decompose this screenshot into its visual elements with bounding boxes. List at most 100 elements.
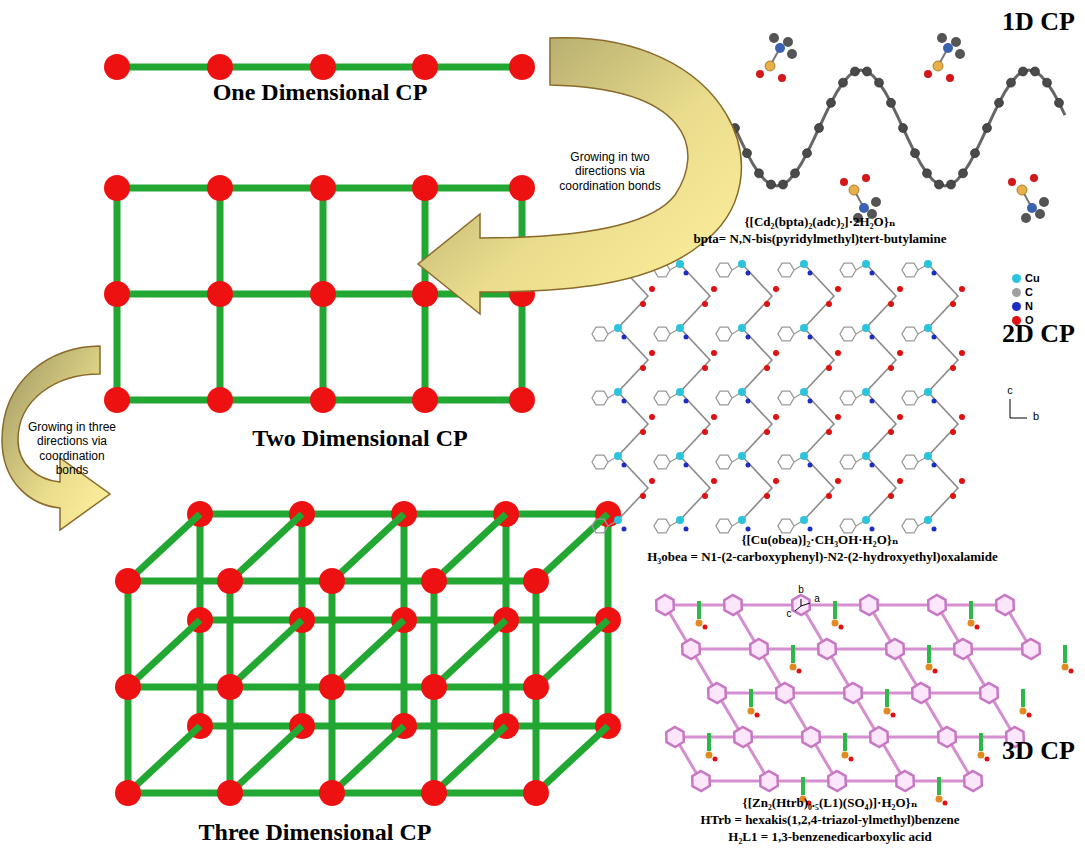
sulfate xyxy=(706,752,713,759)
coordination-bond xyxy=(230,620,302,687)
metal-atom xyxy=(738,260,746,268)
atom xyxy=(746,335,751,340)
atom xyxy=(924,70,932,78)
atom xyxy=(983,124,992,133)
atom xyxy=(950,429,956,435)
metal-atom xyxy=(738,388,746,396)
metal-atom xyxy=(1017,185,1027,195)
atom xyxy=(959,350,965,356)
metal-atom xyxy=(614,388,622,396)
metal-atom xyxy=(614,516,622,524)
bond xyxy=(902,391,918,405)
atom xyxy=(897,286,903,292)
atom xyxy=(839,625,844,630)
formula: {[Zn₂(Htrb)₀.₅(L1)(SO₄)]·H₂O}ₙ xyxy=(600,795,1060,811)
bond xyxy=(654,327,670,341)
sulfate xyxy=(936,796,943,803)
bond xyxy=(938,727,956,747)
bond xyxy=(902,519,918,533)
atom xyxy=(1069,669,1074,674)
bond xyxy=(827,648,895,651)
metal-atom xyxy=(738,516,746,524)
ligand-note: HTrb = hexakis(1,2,4-triazol-ylmethyl)be… xyxy=(600,812,1060,828)
cp-schematic xyxy=(104,54,621,806)
atom xyxy=(932,527,937,532)
bond xyxy=(840,263,856,277)
atom xyxy=(783,37,793,47)
atom xyxy=(808,463,813,468)
atom xyxy=(826,301,832,307)
coordination-bond xyxy=(434,726,506,793)
metal-bond xyxy=(927,645,931,663)
metal-atom xyxy=(676,260,684,268)
atom xyxy=(779,180,788,189)
atom xyxy=(1007,78,1016,87)
bond xyxy=(716,455,732,469)
metal-node xyxy=(523,568,549,594)
atom xyxy=(711,350,717,356)
atom xyxy=(622,527,627,532)
metal-node xyxy=(509,387,535,413)
atom xyxy=(995,98,1004,107)
bond xyxy=(963,648,1031,651)
bond xyxy=(778,519,794,533)
metal-bond xyxy=(1063,645,1067,663)
atom xyxy=(711,286,717,292)
sulfate xyxy=(748,708,755,715)
metal-node xyxy=(319,568,345,594)
atom xyxy=(649,478,655,484)
axis-label: b xyxy=(795,584,807,596)
atom xyxy=(702,365,708,371)
bond xyxy=(776,683,794,703)
atom xyxy=(684,399,689,404)
metal-node xyxy=(104,175,130,201)
atom xyxy=(975,625,980,630)
metal-bond xyxy=(697,601,701,619)
bond xyxy=(818,639,836,659)
sulfate xyxy=(1062,664,1069,671)
bond xyxy=(844,683,862,703)
atom xyxy=(899,124,908,133)
atom xyxy=(764,365,770,371)
bond xyxy=(716,263,732,277)
atom xyxy=(808,335,813,340)
growth-arrow xyxy=(418,38,741,314)
bond xyxy=(680,264,710,520)
growth-note: Growing in three directions via coordina… xyxy=(22,420,122,478)
bond xyxy=(778,327,794,341)
dimension-label: Three Dimensional CP xyxy=(150,818,480,847)
bond xyxy=(716,391,732,405)
bond xyxy=(912,683,930,703)
sulfate xyxy=(842,752,849,759)
metal-node xyxy=(115,568,141,594)
bond xyxy=(902,455,918,469)
bond xyxy=(735,70,1065,186)
metal-bond xyxy=(969,601,973,619)
atom xyxy=(711,478,717,484)
bond xyxy=(896,771,914,791)
atom xyxy=(935,180,944,189)
metal-node xyxy=(217,780,243,806)
formula: {[Cd₂(bpta)₂(adc)₂]·2H₂O}ₙ xyxy=(580,214,1060,230)
bond xyxy=(778,455,794,469)
sulfate xyxy=(832,620,839,627)
atom xyxy=(827,98,836,107)
metal-node xyxy=(207,281,233,307)
sulfate xyxy=(926,664,933,671)
bond xyxy=(691,648,759,651)
metal-atom xyxy=(800,516,808,524)
metal-node xyxy=(310,54,336,80)
atom xyxy=(764,493,770,499)
bond xyxy=(996,595,1014,615)
atom xyxy=(950,301,956,307)
bond xyxy=(879,736,947,739)
metal-atom xyxy=(738,452,746,460)
ligand-note: H₃obea = N1-(2-carboxyphenyl)-N2-(2-hydr… xyxy=(570,549,1075,565)
panel-title: 1D CP xyxy=(930,6,1075,37)
atom xyxy=(764,429,770,435)
atom xyxy=(773,286,779,292)
metal-node xyxy=(207,175,233,201)
atom xyxy=(923,169,932,178)
atom xyxy=(959,286,965,292)
bond xyxy=(866,264,896,520)
